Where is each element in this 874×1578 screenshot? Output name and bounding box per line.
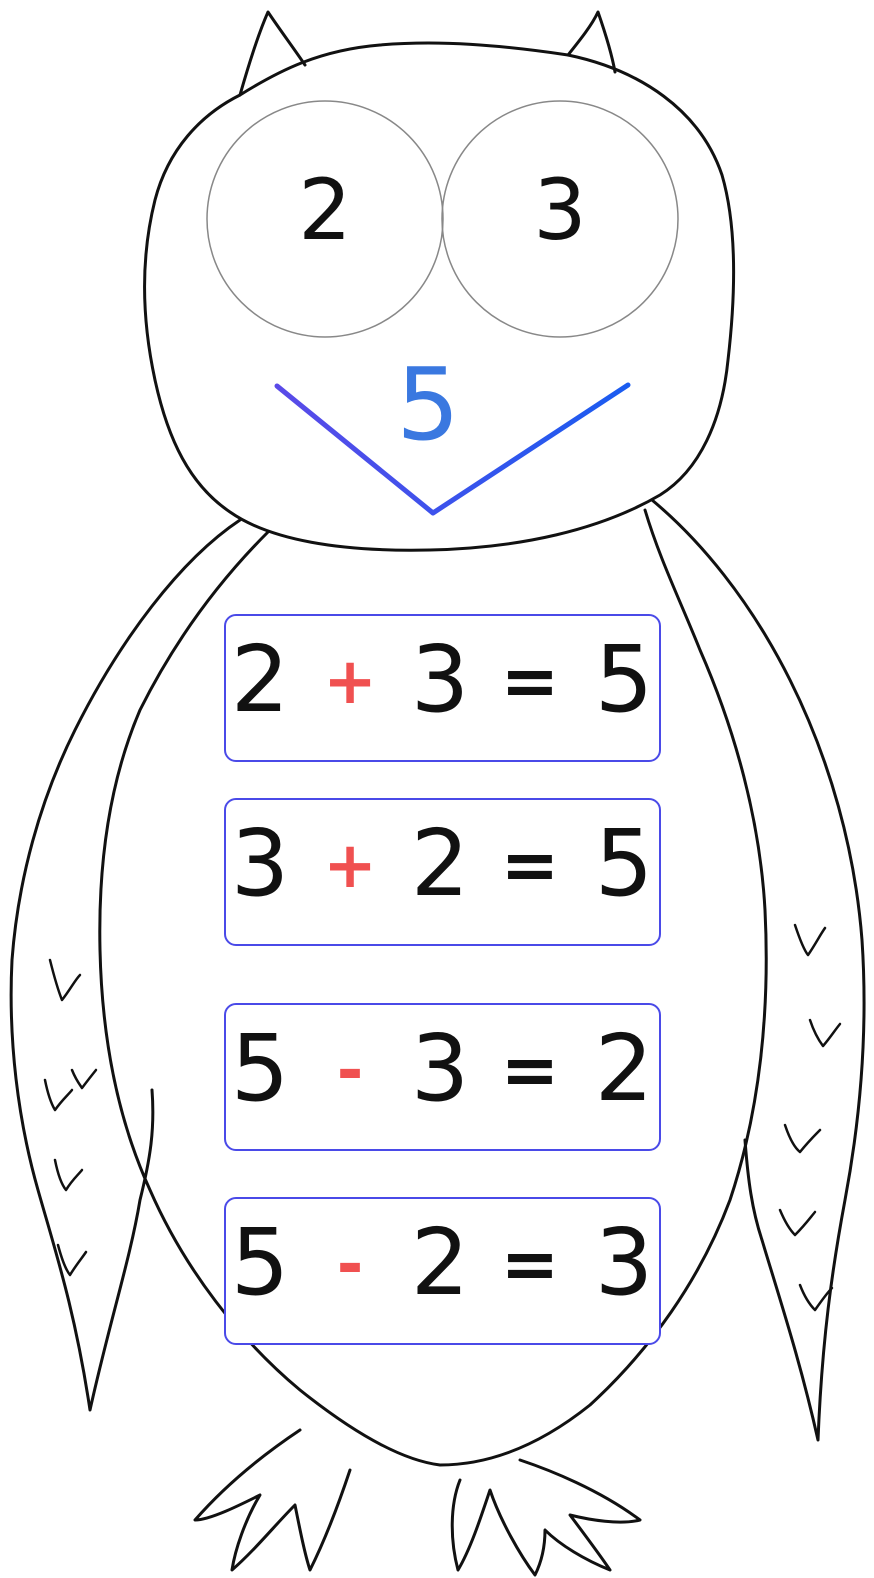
equation-box-4: 5 - 2 = 3 [224,1197,661,1345]
right-wing [650,498,866,1442]
operand-b: 2 [410,1209,470,1316]
operand-a: 2 [230,626,290,733]
equals-sign: = [500,1223,560,1305]
equation-box-3: 5 - 3 = 2 [224,1003,661,1151]
equals-sign: = [500,824,560,906]
right-ear [566,10,617,74]
equals-sign: = [500,1029,560,1111]
right-foot [450,1458,642,1577]
left-wing [9,518,242,1412]
owl-head [143,41,736,552]
beak-lines [274,382,631,516]
right-wing-feathers [778,923,842,1312]
left-eye [206,100,444,338]
left-eye-number: 2 [298,161,352,259]
left-wing-feathers [43,958,98,1277]
result: 3 [594,1209,654,1316]
right-eye [441,100,679,338]
left-ear [238,10,307,97]
equation-box-1: 2 + 3 = 5 [224,614,661,762]
operand-b: 3 [410,1015,470,1122]
right-eye-number: 3 [533,161,587,259]
left-foot [193,1428,352,1572]
equation-box-2: 3 + 2 = 5 [224,798,661,946]
result: 5 [594,810,654,917]
equals-sign: = [500,640,560,722]
minus-sign: - [336,1034,364,1108]
minus-sign: - [336,1228,364,1302]
operand-a: 3 [230,810,290,917]
result: 2 [594,1015,654,1122]
beak-total-number: 5 [396,346,460,463]
operand-b: 3 [410,626,470,733]
owl-body [98,508,768,1467]
plus-sign: + [323,829,377,903]
result: 5 [594,626,654,733]
operand-b: 2 [410,810,470,917]
operand-a: 5 [230,1209,290,1316]
operand-a: 5 [230,1015,290,1122]
plus-sign: + [323,645,377,719]
